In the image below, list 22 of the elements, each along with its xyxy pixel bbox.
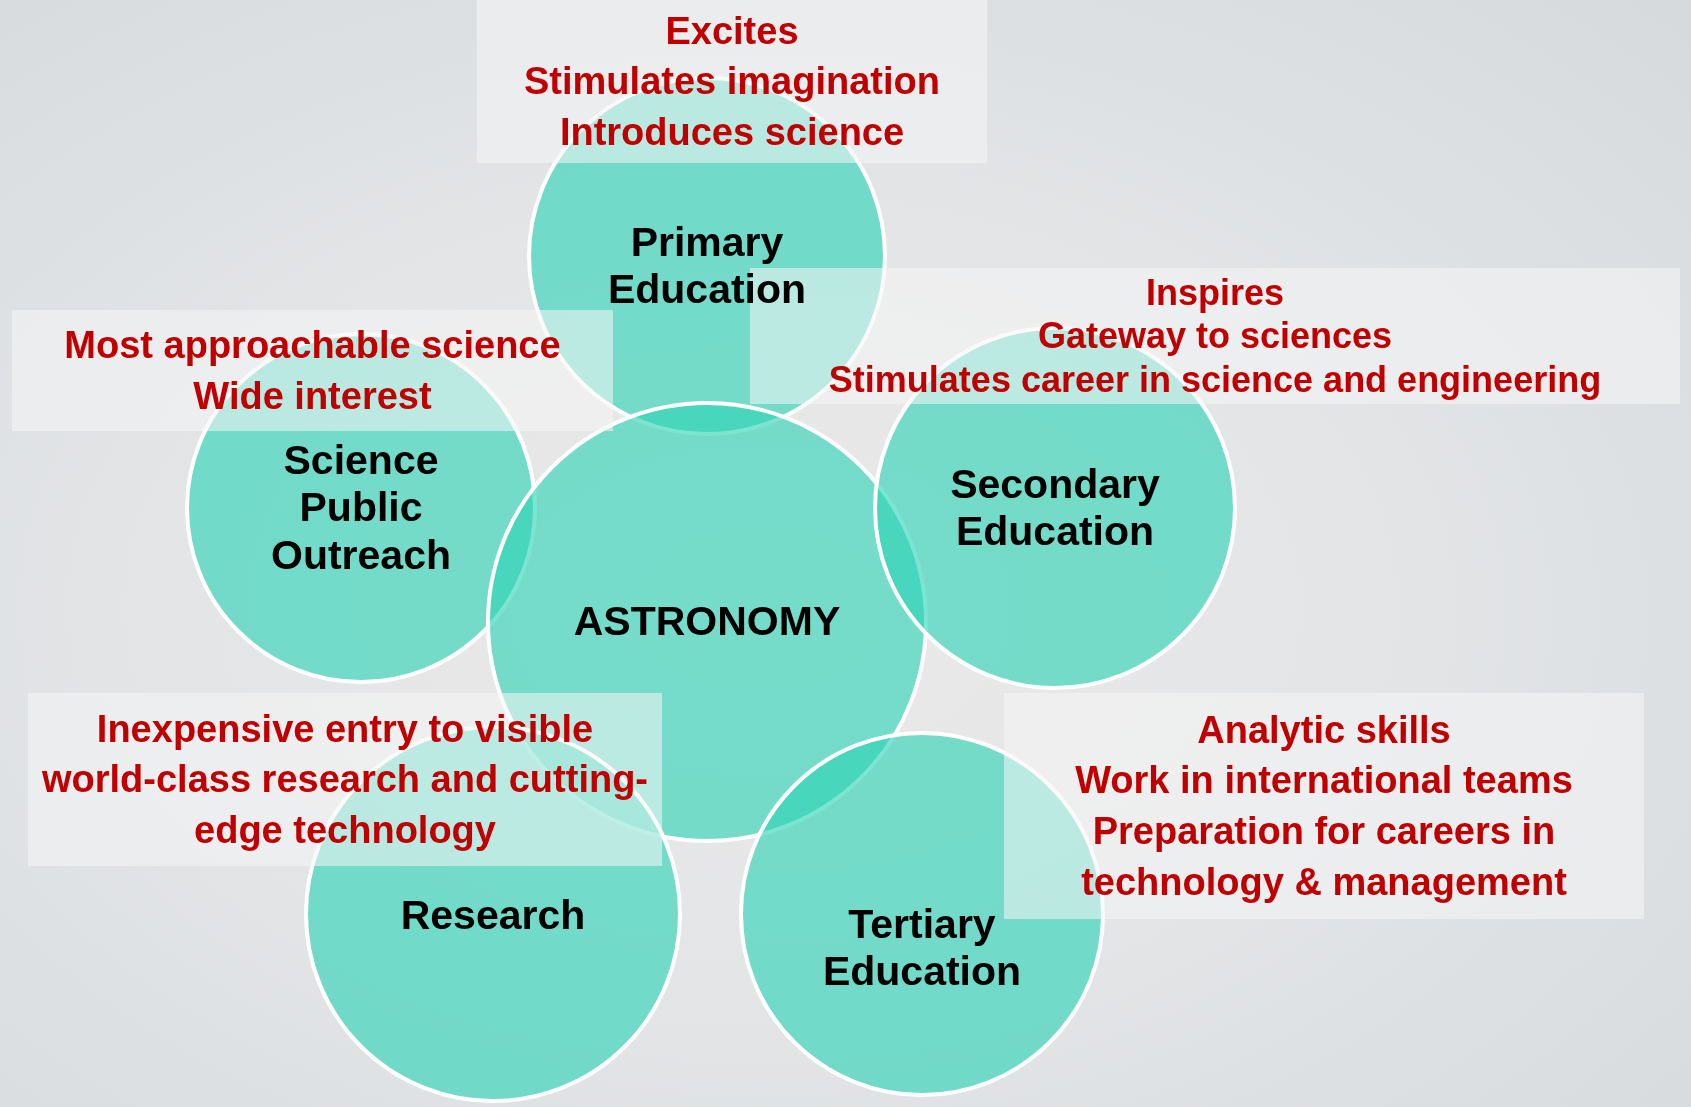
note-text: Stimulates career in science and engineering <box>828 357 1602 401</box>
note-text: Most approachable science <box>64 322 561 368</box>
note-panel <box>477 0 987 163</box>
node-label: Secondary Education <box>949 460 1161 556</box>
note-text: Wide interest <box>193 373 432 419</box>
note-panel <box>1004 693 1644 919</box>
note-text: Excites <box>665 8 799 54</box>
note-panel <box>12 310 613 431</box>
note-text: Introduces science <box>559 109 905 155</box>
node-label: Research <box>400 892 586 940</box>
note-text: Preparation for careers in technology & management <box>1080 809 1568 905</box>
note-text: Analytic skills <box>1197 707 1451 753</box>
node-label: Primary Education <box>606 218 808 314</box>
note-text: Work in international teams <box>1075 758 1573 804</box>
note-text: Stimulates imagination <box>524 59 940 105</box>
note-panel <box>28 693 662 866</box>
note-text: Inexpensive entry to visible world-class research and cutting-edge technology <box>40 706 650 853</box>
note-text: Gateway to sciences <box>1037 314 1393 358</box>
note-text: Inspires <box>1145 271 1285 315</box>
node-label: Science Public Outreach <box>270 437 452 579</box>
node-label: Tertiary Education <box>821 900 1023 996</box>
node-label: ASTRONOMY <box>573 598 841 646</box>
